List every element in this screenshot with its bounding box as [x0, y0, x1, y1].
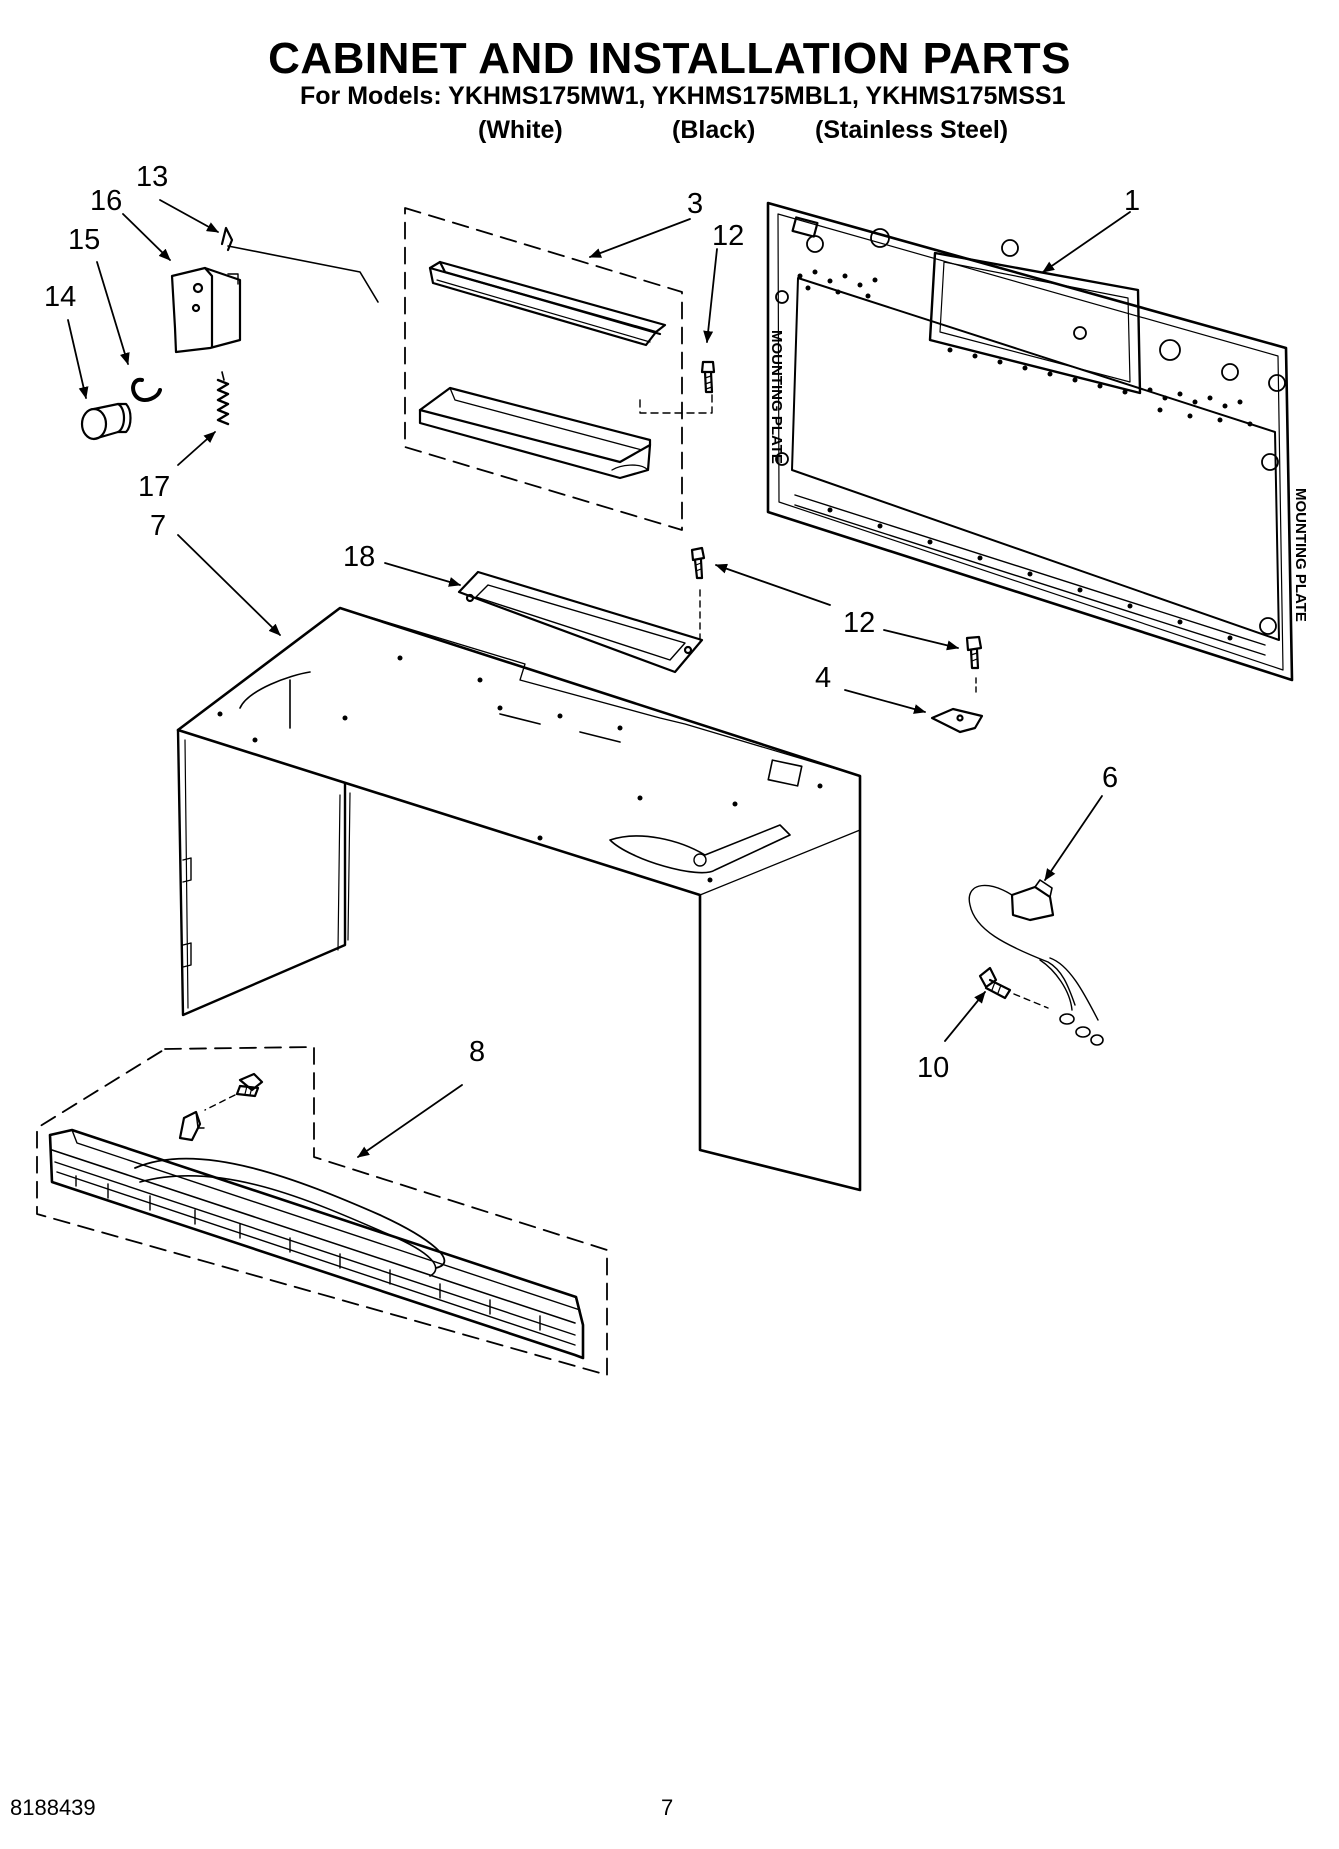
- callout-3: 3: [687, 188, 703, 220]
- callout-4: 4: [815, 662, 831, 694]
- bracket-part: [930, 707, 984, 734]
- callout-labels: 1 3 12 13 16 15 14 17 7 18 12 4 6 10 8: [44, 161, 1140, 1084]
- gasket-part: [457, 570, 704, 674]
- group-3-dashed-box: [404, 207, 683, 531]
- callout-6: 6: [1102, 762, 1118, 794]
- grille-clip-part: [178, 1110, 205, 1142]
- grille-part: [48, 1128, 585, 1360]
- document-number: 8188439: [10, 1795, 96, 1820]
- page-number: 7: [661, 1795, 674, 1820]
- push-button-part: [80, 402, 132, 441]
- cabinet-wrapper-part: [176, 606, 862, 1192]
- mounting-plate-part: MOUNTING PLATE MOUNTING PLATE: [766, 201, 1309, 682]
- callout-17: 17: [138, 471, 170, 503]
- latch-spring-wire-part: [220, 226, 379, 303]
- thermal-cutout-part: [968, 879, 1104, 1046]
- callout-13: 13: [136, 161, 168, 193]
- callout-15: 15: [68, 224, 100, 256]
- callout-12-top: 12: [712, 220, 744, 252]
- grille-screw-part: [204, 1072, 264, 1111]
- screw-part-middle: [690, 546, 706, 646]
- ground-screw-part: [978, 966, 1049, 1009]
- spring-part: [216, 371, 230, 426]
- mounting-plate-label-left: MOUNTING PLATE: [768, 330, 785, 464]
- variant-stainless: (Stainless Steel): [815, 116, 1009, 144]
- callout-16: 16: [90, 185, 122, 217]
- variant-black: (Black): [672, 116, 756, 144]
- clip-ring-part: [131, 377, 162, 402]
- models-line: For Models: YKHMS175MW1, YKHMS175MBL1, Y…: [300, 82, 1066, 110]
- vent-channel-part: [428, 260, 667, 347]
- callout-18: 18: [343, 541, 375, 573]
- callout-10: 10: [917, 1052, 949, 1084]
- callout-1: 1: [1124, 185, 1140, 217]
- screw-part-upper: [639, 360, 716, 414]
- callout-8: 8: [469, 1036, 485, 1068]
- hinge-bracket-part: [170, 266, 242, 354]
- callout-7: 7: [150, 510, 166, 542]
- leader-arrows: [67, 199, 1131, 1158]
- screw-part-right: [965, 635, 983, 696]
- group-8-dashed-box: [36, 1046, 608, 1376]
- callout-14: 14: [44, 281, 76, 313]
- page-title: CABINET AND INSTALLATION PARTS: [268, 34, 1071, 83]
- mounting-plate-label-right: MOUNTING PLATE: [1292, 488, 1309, 622]
- tray-part: [418, 386, 652, 480]
- callout-12-right: 12: [843, 607, 875, 639]
- variant-white: (White): [478, 116, 563, 144]
